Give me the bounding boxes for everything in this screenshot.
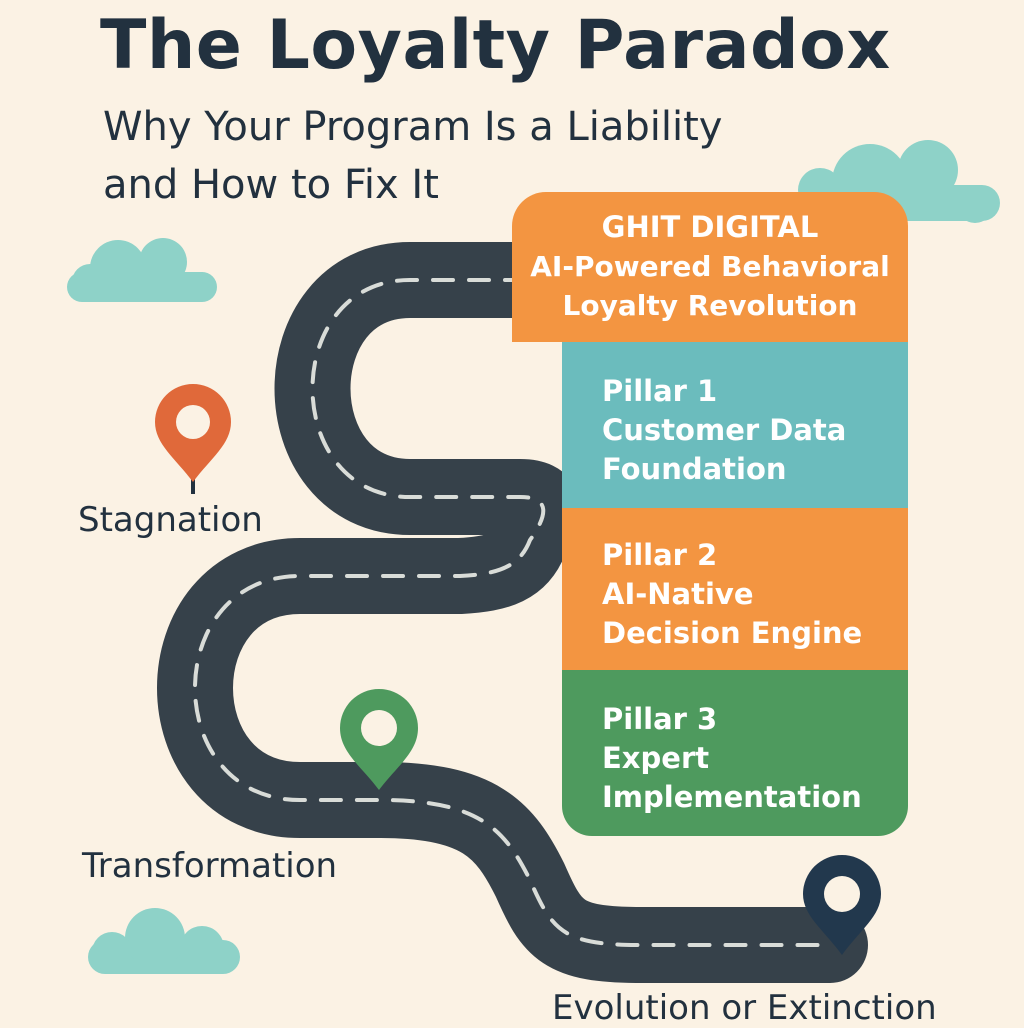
cloud-icon <box>67 238 217 302</box>
subtitle-line-1: Why Your Program Is a Liability <box>103 104 723 150</box>
pillar-stack: GHIT DIGITAL AI-Powered Behavioral Loyal… <box>512 192 908 836</box>
header-tagline-2: Loyalty Revolution <box>562 289 858 322</box>
pillar-title: Foundation <box>602 452 787 486</box>
pillar-3-card: Pillar 3 Expert Implementation <box>562 670 908 836</box>
winding-road <box>157 242 868 983</box>
milestone-label-transformation: Transformation <box>82 846 338 886</box>
page-subtitle: Why Your Program Is a Liability and How … <box>103 98 722 214</box>
pillar-number: Pillar 1 <box>602 374 718 408</box>
pillar-title: AI-Native <box>602 577 754 611</box>
location-pin-icon <box>155 384 231 494</box>
pillar-title: Expert <box>602 741 710 775</box>
ghit-digital-header-card: GHIT DIGITAL AI-Powered Behavioral Loyal… <box>512 192 908 342</box>
milestone-label-stagnation: Stagnation <box>78 500 263 540</box>
header-brand: GHIT DIGITAL <box>601 210 819 244</box>
pillar-number: Pillar 3 <box>602 702 718 736</box>
pillar-title: Customer Data <box>602 413 847 447</box>
subtitle-line-2: and How to Fix It <box>103 162 439 208</box>
pillar-title: Implementation <box>602 780 862 814</box>
pillar-title: Decision Engine <box>602 616 863 650</box>
milestone-label-evolution: Evolution or Extinction <box>552 988 937 1028</box>
header-tagline-1: AI-Powered Behavioral <box>530 250 890 283</box>
cloud-icon <box>88 908 240 974</box>
page-title: The Loyalty Paradox <box>100 6 891 85</box>
pillar-1-card: Pillar 1 Customer Data Foundation <box>562 342 908 508</box>
pillar-2-card: Pillar 2 AI-Native Decision Engine <box>562 508 908 670</box>
location-pin-icon <box>340 689 418 790</box>
pillar-number: Pillar 2 <box>602 538 718 572</box>
location-pin-icon <box>803 855 881 955</box>
